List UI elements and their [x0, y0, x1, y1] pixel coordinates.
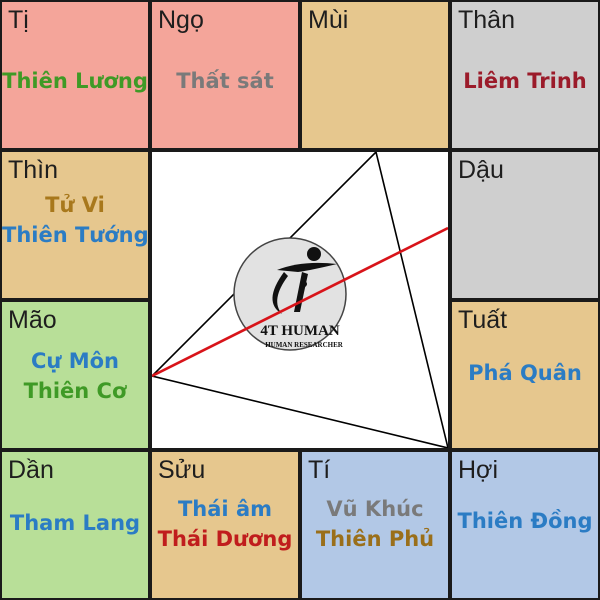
- star-liem-trinh: Liêm Trinh: [463, 69, 587, 93]
- palace-stars: Vũ Khúc Thiên Phủ: [302, 494, 448, 554]
- red-axis-line: [152, 226, 448, 378]
- palace-name: Thân: [458, 6, 515, 34]
- palace-ti-bottom: Tí Vũ Khúc Thiên Phủ: [302, 452, 448, 598]
- star-that-sat: Thất sát: [176, 69, 274, 93]
- palace-name: Dần: [8, 456, 54, 484]
- star-thien-luong: Thiên Lương: [2, 69, 148, 93]
- palace-dau: Dậu: [452, 152, 598, 298]
- palace-tuat: Tuất Phá Quân: [452, 302, 598, 448]
- palace-ngo: Ngọ Thất sát: [152, 2, 298, 148]
- star-tham-lang: Tham Lang: [9, 511, 141, 535]
- palace-name: Dậu: [458, 156, 504, 184]
- palace-stars: Cự Môn Thiên Cơ: [2, 346, 148, 406]
- logo-figure-icon: [272, 247, 337, 314]
- palace-stars: Tử Vi Thiên Tướng: [2, 190, 149, 250]
- palace-name: Hợi: [458, 456, 499, 484]
- palace-stars: Thiên Lương: [2, 66, 148, 96]
- star-cu-mon: Cự Môn: [31, 349, 119, 373]
- palace-name: Tị: [8, 6, 29, 34]
- star-thien-tuong: Thiên Tướng: [2, 223, 149, 247]
- palace-stars: Thất sát: [152, 66, 298, 96]
- star-thai-duong: Thái Dương: [157, 527, 293, 551]
- palace-name: Mùi: [308, 6, 349, 34]
- star-thien-co: Thiên Cơ: [23, 379, 127, 403]
- center-diagram: 4T HUMAN HUMAN RESEARCHER: [152, 152, 448, 448]
- palace-dan: Dần Tham Lang: [2, 452, 148, 598]
- logo-title: 4T HUMAN: [260, 323, 339, 339]
- palace-name: Mão: [8, 306, 57, 334]
- palace-stars: Tham Lang: [2, 508, 148, 538]
- palace-name: Thìn: [8, 156, 59, 184]
- palace-stars: Liêm Trinh: [452, 66, 598, 96]
- palace-name: Sửu: [158, 456, 206, 484]
- palace-stars: Thái âm Thái Dương: [152, 494, 298, 554]
- logo-subtitle: HUMAN RESEARCHER: [265, 341, 344, 349]
- palace-ti-top: Tị Thiên Lương: [2, 2, 148, 148]
- palace-thin: Thìn Tử Vi Thiên Tướng: [2, 152, 149, 298]
- palace-stars: Phá Quân: [452, 358, 598, 388]
- star-thien-dong: Thiên Đồng: [457, 509, 593, 533]
- palace-name: Tuất: [458, 306, 508, 334]
- palace-suu: Sửu Thái âm Thái Dương: [152, 452, 298, 598]
- star-pha-quan: Phá Quân: [468, 361, 582, 385]
- palace-mui: Mùi: [302, 2, 448, 148]
- palace-mao: Mão Cự Môn Thiên Cơ: [2, 302, 148, 448]
- star-thai-am: Thái âm: [177, 497, 272, 521]
- palace-name: Ngọ: [158, 6, 204, 34]
- palace-stars: Thiên Đồng: [452, 506, 598, 536]
- center-panel: 4T HUMAN HUMAN RESEARCHER: [152, 152, 448, 448]
- star-tu-vi: Tử Vi: [45, 193, 105, 217]
- star-thien-phu: Thiên Phủ: [315, 527, 435, 551]
- star-vu-khuc: Vũ Khúc: [326, 497, 424, 521]
- palace-than: Thân Liêm Trinh: [452, 2, 598, 148]
- palace-hoi: Hợi Thiên Đồng: [452, 452, 598, 598]
- palace-name: Tí: [308, 456, 331, 484]
